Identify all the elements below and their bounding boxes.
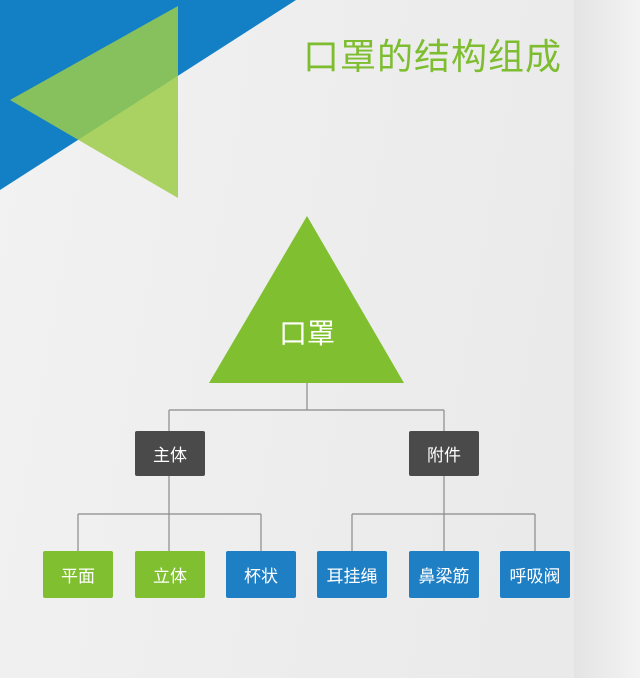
root-node-label: 口罩 (278, 317, 335, 350)
leaf-node-valve: 呼吸阀 (500, 551, 570, 598)
leaf-node-nose-wire: 鼻梁筋 (409, 551, 479, 598)
leaf-node-ear-loop: 耳挂绳 (317, 551, 387, 598)
branch-node-accessories: 附件 (409, 431, 479, 476)
root-triangle (209, 216, 404, 383)
page-title: 口罩的结构组成 (302, 37, 562, 78)
corner-green-triangle (10, 6, 178, 198)
leaf-node-flat: 平面 (43, 551, 113, 598)
branch-node-main-body: 主体 (135, 431, 205, 476)
page-right-strip (574, 0, 640, 678)
leaf-node-3d: 立体 (135, 551, 205, 598)
leaf-node-cup: 杯状 (226, 551, 296, 598)
